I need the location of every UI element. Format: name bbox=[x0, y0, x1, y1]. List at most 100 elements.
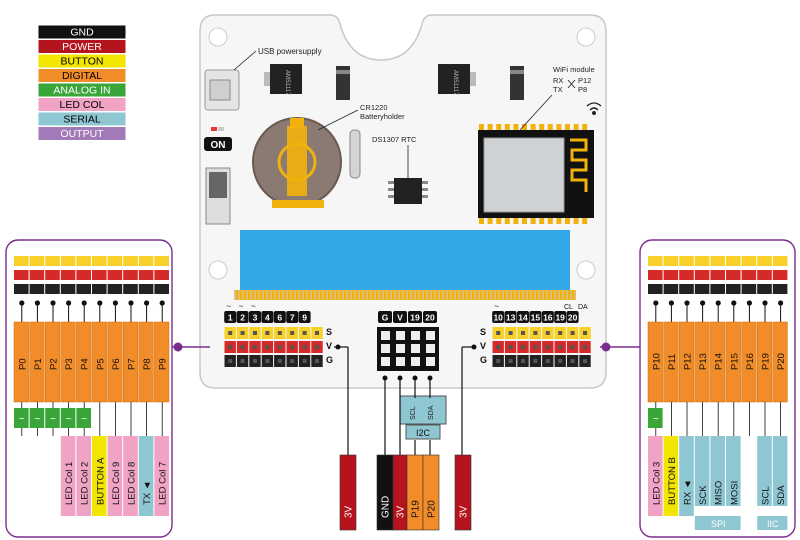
analog-tilde: ~ bbox=[239, 302, 244, 311]
edge-pin bbox=[284, 290, 287, 300]
iic-label: IIC bbox=[767, 519, 779, 529]
pin-cell-yellow bbox=[757, 256, 772, 266]
mount-hole bbox=[576, 27, 596, 47]
digital-pin-box bbox=[154, 321, 170, 403]
wifi-pad bbox=[522, 124, 527, 130]
pin-cell-yellow bbox=[710, 256, 725, 266]
header-pin-hole bbox=[253, 331, 257, 335]
led-display bbox=[240, 230, 570, 290]
edge-pin bbox=[480, 290, 483, 300]
edge-pin bbox=[304, 290, 307, 300]
diode bbox=[510, 66, 524, 100]
edge-pin bbox=[392, 290, 395, 300]
row-label-s: S bbox=[326, 327, 332, 337]
function-box bbox=[710, 436, 725, 506]
function-label: BUTTON B bbox=[667, 457, 678, 505]
edge-pin bbox=[548, 290, 551, 300]
edge-pin bbox=[412, 290, 415, 300]
edge-pin bbox=[504, 290, 507, 300]
pin-cell-black bbox=[710, 284, 725, 294]
header-pin-hole bbox=[583, 331, 587, 335]
wire-label: P19 bbox=[411, 500, 422, 518]
legend-label: ANALOG IN bbox=[53, 85, 110, 97]
pin-cell-red bbox=[138, 270, 154, 280]
function-label: SCL bbox=[761, 487, 772, 505]
socket-hole bbox=[411, 344, 420, 353]
edge-pin bbox=[564, 290, 567, 300]
pin-cell-yellow bbox=[76, 256, 91, 266]
edge-pin bbox=[500, 290, 503, 300]
function-label: TX ◄ bbox=[142, 481, 153, 505]
edge-pin bbox=[336, 290, 339, 300]
pin-cell-yellow bbox=[679, 256, 694, 266]
edge-pin bbox=[236, 290, 239, 300]
pin-number-box bbox=[378, 311, 392, 323]
edge-pin bbox=[532, 290, 535, 300]
pin-label: P13 bbox=[698, 353, 709, 370]
header-pin-hole bbox=[533, 345, 538, 349]
pin-cell-yellow bbox=[772, 256, 788, 266]
on-label: ON bbox=[211, 140, 226, 151]
mount-hole bbox=[208, 260, 228, 280]
wifi-pad bbox=[479, 124, 484, 130]
row-label-v: V bbox=[480, 341, 486, 351]
edge-pin bbox=[384, 290, 387, 300]
edge-connector bbox=[234, 290, 576, 300]
wifi-pad bbox=[556, 124, 562, 130]
header-pin-hole bbox=[302, 345, 307, 349]
pin-number-box bbox=[286, 311, 299, 323]
header-pin-hole bbox=[315, 331, 319, 335]
pin-cell-yellow bbox=[29, 256, 45, 266]
function-box bbox=[123, 436, 138, 516]
pin-cell-yellow bbox=[107, 256, 123, 266]
header-pin-hole bbox=[315, 359, 319, 363]
edge-pin bbox=[568, 290, 571, 300]
wifi-p12-label: P12 bbox=[578, 76, 591, 85]
diode bbox=[510, 70, 524, 74]
edge-pin bbox=[452, 290, 455, 300]
pin-cell-yellow bbox=[694, 256, 710, 266]
edge-pin bbox=[264, 290, 267, 300]
voltage-regulator: AMS1117 bbox=[264, 64, 302, 96]
analog-box bbox=[29, 408, 45, 428]
edge-pin bbox=[512, 290, 515, 300]
header-pin-hole bbox=[496, 359, 501, 363]
pin-number-box bbox=[273, 311, 286, 323]
edge-pin bbox=[280, 290, 283, 300]
pin-number-box bbox=[529, 311, 542, 323]
edge-pin bbox=[292, 290, 295, 300]
pin-cell-yellow bbox=[741, 256, 757, 266]
edge-pin bbox=[360, 290, 363, 300]
header-pin-hole bbox=[496, 331, 501, 335]
pin-cell-black bbox=[45, 284, 60, 294]
pin-cell-yellow bbox=[14, 256, 29, 266]
function-label: LED Col 8 bbox=[127, 462, 138, 505]
edge-pin bbox=[432, 290, 435, 300]
i2c-label: I2C bbox=[416, 428, 431, 438]
header-pin-hole bbox=[265, 345, 270, 349]
header-pin-hole bbox=[265, 331, 270, 335]
edge-pin bbox=[248, 290, 251, 300]
header-pin-hole bbox=[265, 359, 270, 363]
pin-cell-red bbox=[154, 270, 169, 280]
edge-pin bbox=[272, 290, 275, 300]
pin-cell-black bbox=[92, 284, 107, 294]
pin-number: 7 bbox=[290, 313, 295, 323]
analog-tilde: ~ bbox=[226, 302, 231, 311]
edge-pin bbox=[324, 290, 327, 300]
regulator-label: AMS1117 bbox=[452, 70, 458, 96]
edge-pin bbox=[352, 290, 355, 300]
header-pin-hole bbox=[570, 331, 575, 335]
pin-number-box bbox=[492, 311, 505, 323]
digital-pin-box bbox=[29, 321, 45, 403]
pin-cell-red bbox=[60, 270, 76, 280]
wifi-pad bbox=[513, 218, 519, 224]
header-pin-hole bbox=[240, 345, 245, 349]
function-label: LED Col 3 bbox=[651, 462, 662, 505]
edge-pin bbox=[364, 290, 367, 300]
pin-cell-red bbox=[92, 270, 107, 280]
legend-label: DIGITAL bbox=[62, 70, 102, 82]
